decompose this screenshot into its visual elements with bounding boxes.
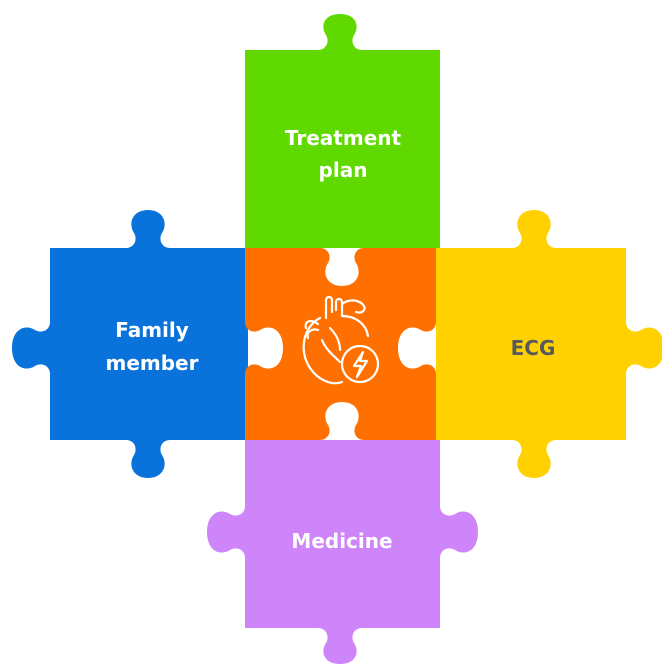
piece-label-ecg: ECG: [511, 336, 556, 360]
puzzle-piece-shape: [207, 440, 478, 664]
puzzle-piece-medicine: Medicine: [207, 440, 478, 664]
puzzle-piece-shape: [245, 248, 436, 440]
piece-label-treatment-plan-line1: Treatment: [285, 126, 402, 150]
piece-label-family-member-line1: Family: [115, 318, 189, 342]
piece-label-medicine: Medicine: [291, 529, 392, 553]
puzzle-piece-family-member: Family member: [12, 210, 248, 478]
puzzle-piece-center: [245, 248, 436, 440]
puzzle-piece-shape: [436, 210, 662, 478]
puzzle-piece-ecg: ECG: [436, 210, 662, 478]
puzzle-piece-shape: [245, 14, 440, 248]
puzzle-piece-treatment-plan: Treatment plan: [245, 14, 440, 248]
puzzle-piece-shape: [12, 210, 248, 478]
piece-label-treatment-plan-line2: plan: [319, 158, 368, 182]
piece-label-family-member-line2: member: [106, 351, 199, 375]
heart-lightning-icon: [302, 295, 380, 385]
